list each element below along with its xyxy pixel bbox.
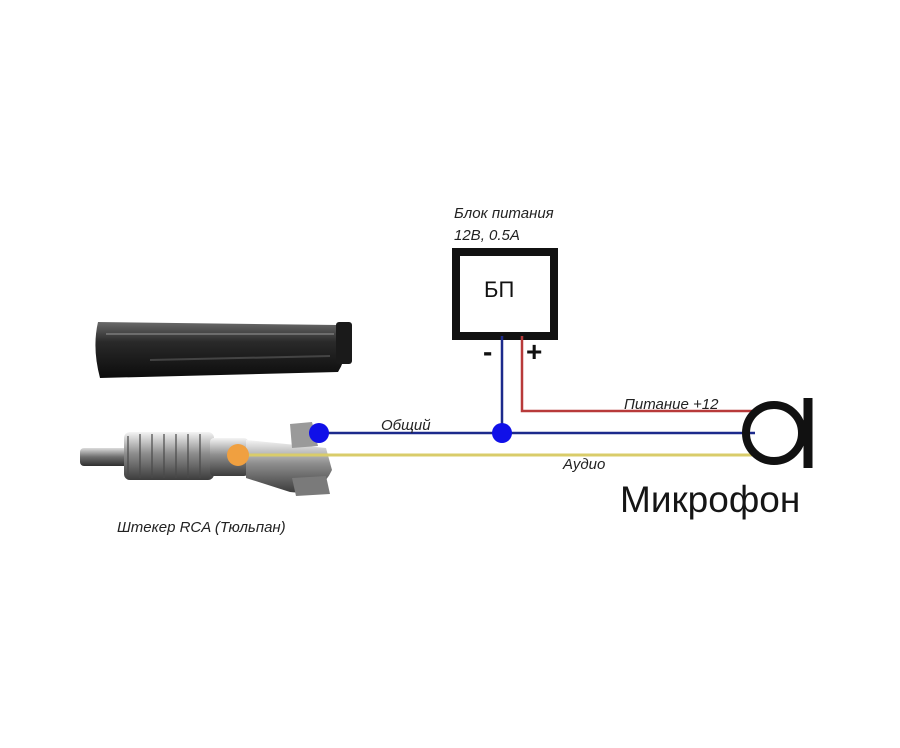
connector-label: Штекер RCA (Тюльпан) [117,519,286,536]
audio-wire-label: Аудио [563,456,606,473]
psu-title: Блок питания [454,205,554,222]
psu-label: БП [484,277,515,302]
rca-plug-body [80,422,332,496]
psu-minus-label: - [483,336,493,367]
audio-node-connector [227,444,249,466]
rca-plug-boot [95,322,352,378]
psu-spec: 12В, 0.5А [454,227,520,244]
power-wire [520,336,755,413]
microphone-symbol [742,398,813,468]
ground-node-connector [309,423,329,443]
common-wire-label: Общий [381,417,431,434]
power-wire-label: Питание +12 [624,396,719,413]
microphone-label: Микрофон [620,479,801,520]
psu-plus-label: + [526,336,543,367]
ground-node-psu [492,423,512,443]
psu-box [452,248,558,340]
